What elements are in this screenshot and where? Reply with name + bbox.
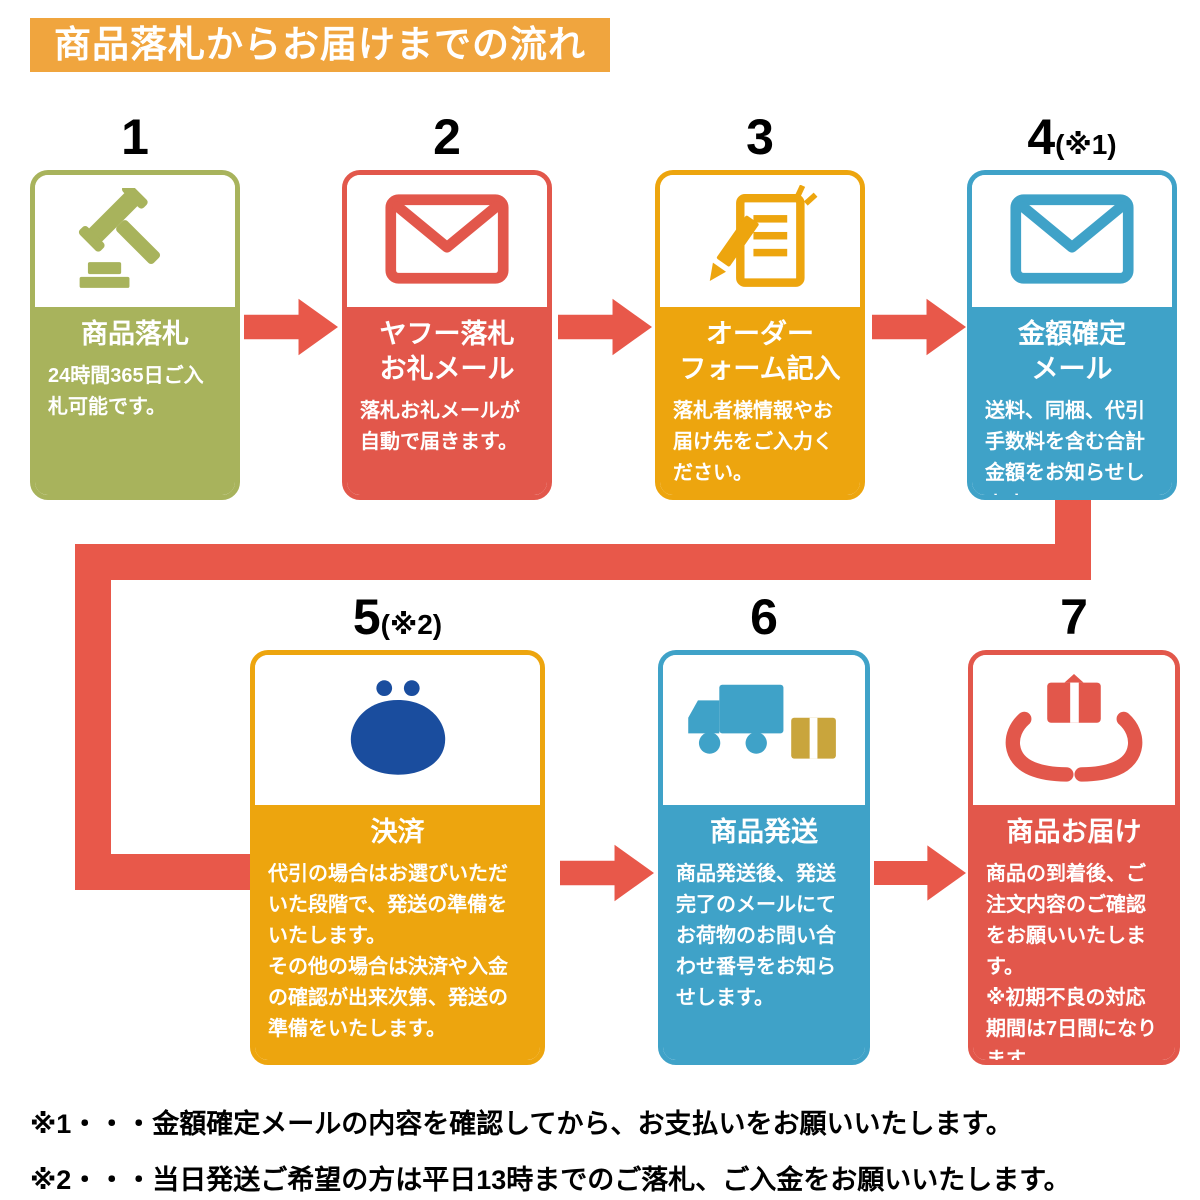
connector-vertical-left (75, 544, 111, 890)
arrow-step3-step4 (872, 298, 966, 361)
purse-icon (339, 676, 457, 785)
step2-colored-panel: ヤフー落札 お礼メール 落札お礼メールが自動で届きます。 (347, 307, 547, 495)
order-form-icon (699, 184, 821, 298)
step-number-7: 7 (1060, 589, 1088, 645)
step2-icon-area (347, 175, 547, 307)
step-number-3: 3 (746, 109, 774, 165)
step7-body: 商品の到着後、ご注文内容のご確認をお願いいたします。 ※初期不良の対応期間は7日… (986, 863, 1158, 1065)
step5-body: 代引の場合はお選びいただいた段階で、発送の準備をいたします。 その他の場合は決済… (268, 863, 508, 1041)
step-card-shipping: 商品発送 商品発送後、発送完了のメールにてお荷物のお問い合わせ番号をお知らせしま… (658, 650, 870, 1065)
step-card-delivery: 商品お届け 商品の到着後、ご注文内容のご確認をお願いいたします。 ※初期不良の対… (968, 650, 1180, 1065)
step6-body: 商品発送後、発送完了のメールにてお荷物のお問い合わせ番号をお知らせします。 (676, 863, 836, 1010)
step4-icon-area (972, 175, 1172, 307)
step-card-order-form: オーダー フォーム記入 落札者様情報やお届け先をご入力ください。 (655, 170, 865, 500)
step-number-6: 6 (750, 589, 778, 645)
step2-body: 落札お礼メールが自動で届きます。 (360, 400, 520, 454)
footnote-1: ※1・・・金額確定メールの内容を確認してから、お支払いをお願いいたします。 (30, 1109, 1013, 1139)
step3-body: 落札者様情報やお届け先をご入力ください。 (673, 400, 833, 485)
step7-icon-area (973, 655, 1175, 805)
step-number-5: 5(※2) (352, 589, 443, 645)
delivery-hands-icon (996, 673, 1152, 788)
step7-colored-panel: 商品お届け 商品の到着後、ご注文内容のご確認をお願いいたします。 ※初期不良の対… (973, 805, 1175, 1065)
arrow-step2-step3 (558, 298, 652, 361)
arrow-step5-step6 (560, 844, 654, 907)
truck-icon (683, 677, 845, 784)
step3-icon-area (660, 175, 860, 307)
arrow-step1-step2 (244, 298, 338, 361)
step-card-payment: 決済 代引の場合はお選びいただいた段階で、発送の準備をいたします。 その他の場合… (250, 650, 545, 1065)
arrow-step6-step7 (874, 844, 966, 907)
mail-icon (384, 192, 510, 291)
step3-heading: オーダー フォーム記入 (679, 319, 841, 385)
step5-heading: 決済 (370, 817, 425, 847)
step5-icon-area (255, 655, 540, 805)
step1-body: 24時間365日ご入札可能です。 (48, 365, 204, 419)
step-number-4: 4(※1) (1027, 109, 1117, 165)
step7-heading: 商品お届け (1006, 817, 1142, 847)
step-card-auction-win: 商品落札 24時間365日ご入札可能です。 (30, 170, 240, 500)
step-card-thanks-mail: ヤフー落札 お礼メール 落札お礼メールが自動で届きます。 (342, 170, 552, 500)
step1-colored-panel: 商品落札 24時間365日ご入札可能です。 (35, 307, 235, 495)
connector-horizontal-bottom (75, 854, 265, 890)
step6-heading: 商品発送 (710, 817, 818, 847)
step-number-2: 2 (433, 109, 461, 165)
step5-colored-panel: 決済 代引の場合はお選びいただいた段階で、発送の準備をいたします。 その他の場合… (255, 805, 540, 1060)
step-number-1: 1 (121, 109, 149, 165)
step-card-price-mail: 金額確定 メール 送料、同梱、代引手数料を含む合計金額をお知らせします。 (967, 170, 1177, 500)
connector-horizontal-top (75, 544, 1091, 580)
step1-icon-area (35, 175, 235, 307)
step4-heading: 金額確定 メール (1018, 319, 1126, 385)
gavel-icon (75, 182, 195, 295)
step3-colored-panel: オーダー フォーム記入 落札者様情報やお届け先をご入力ください。 (660, 307, 860, 495)
footnote-2: ※2・・・当日発送ご希望の方は平日13時までのご落札、ご入金をお願いいたします。 (30, 1165, 1071, 1195)
step6-colored-panel: 商品発送 商品発送後、発送完了のメールにてお荷物のお問い合わせ番号をお知らせしま… (663, 805, 865, 1060)
step4-body: 送料、同梱、代引手数料を含む合計金額をお知らせします。 (985, 400, 1145, 495)
step2-heading: ヤフー落札 お礼メール (379, 319, 515, 385)
step6-icon-area (663, 655, 865, 805)
step1-heading: 商品落札 (81, 319, 189, 349)
step4-colored-panel: 金額確定 メール 送料、同梱、代引手数料を含む合計金額をお知らせします。 (972, 307, 1172, 495)
mail-icon (1009, 192, 1135, 291)
page-title: 商品落札からお届けまでの流れ (30, 18, 610, 72)
